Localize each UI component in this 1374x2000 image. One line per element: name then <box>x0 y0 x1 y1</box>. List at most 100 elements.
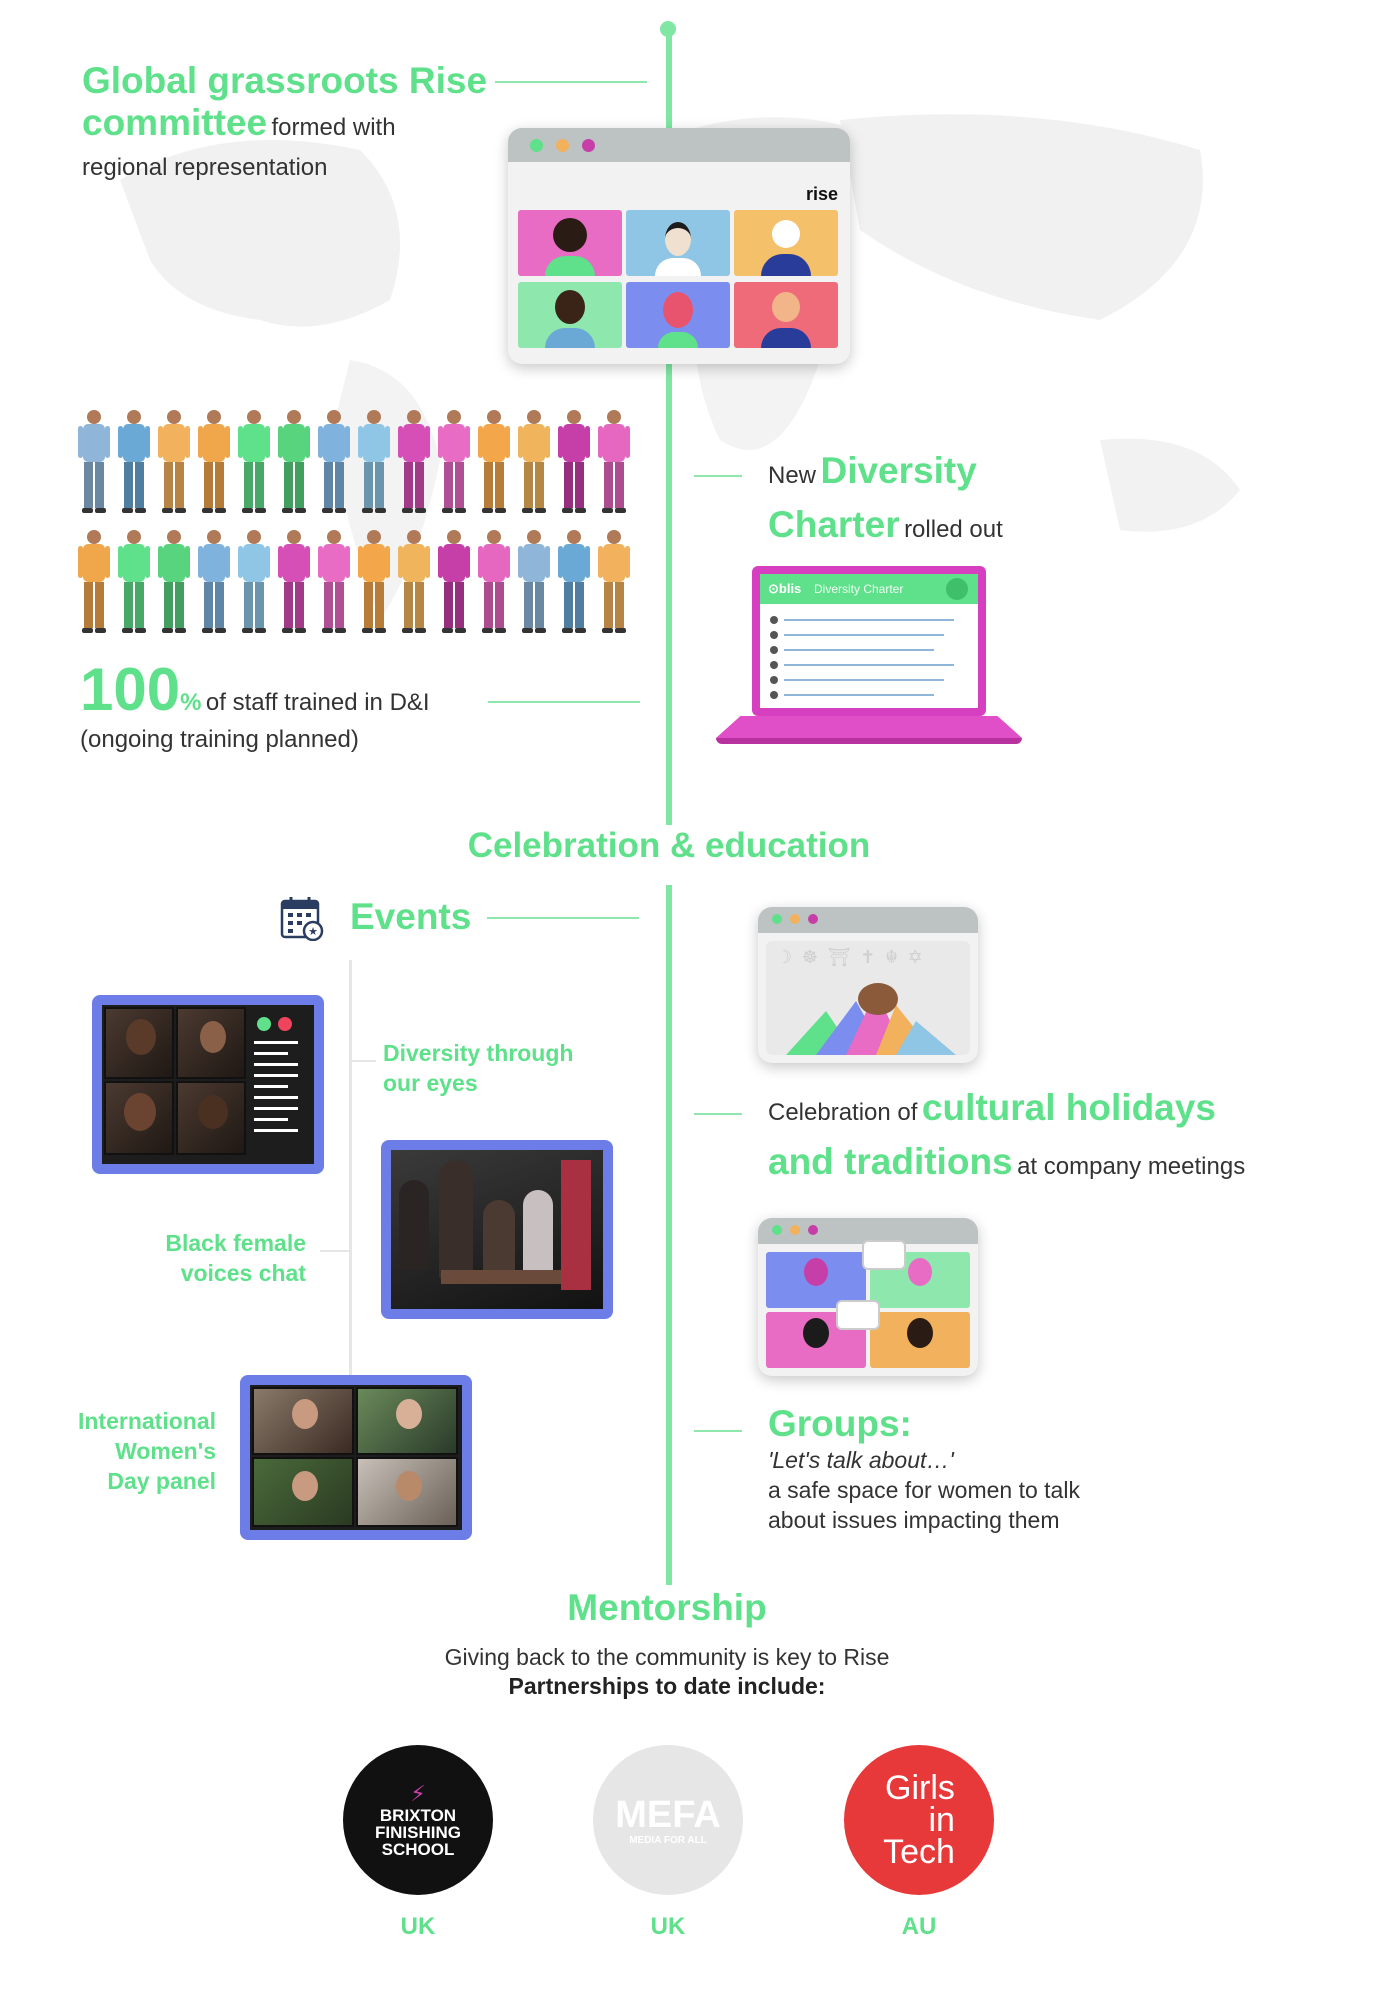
events-branch-line <box>349 960 352 1380</box>
event-video-call-1 <box>92 995 324 1174</box>
staff-figure <box>558 410 590 520</box>
window-titlebar <box>508 128 850 162</box>
staff-figure <box>438 530 470 640</box>
chat-line <box>254 1074 298 1077</box>
event-connector-2 <box>320 1250 350 1252</box>
partner-country-2: UK <box>650 1913 686 1940</box>
calendar-icon: ★ <box>280 895 324 942</box>
events-heading: Events <box>350 896 472 937</box>
check-bullet-icon <box>770 691 778 699</box>
partner-country-3: AU <box>901 1913 937 1940</box>
staff-figure <box>598 410 630 520</box>
cultural-text: Celebration of cultural holidays and tra… <box>768 1085 1308 1193</box>
cultural-title-line1: cultural holidays <box>921 1087 1216 1128</box>
staff-figure <box>78 530 110 640</box>
staff-figure <box>438 410 470 520</box>
document-line <box>784 619 954 621</box>
staff-figure <box>318 410 350 520</box>
document-line <box>784 634 944 636</box>
partner-country-1: UK <box>400 1913 436 1940</box>
event-photo-2 <box>381 1140 613 1319</box>
charter-laptop: ⊙blis Diversity Charter <box>716 566 1022 752</box>
staff-figure <box>398 530 430 640</box>
charter-title-line2: Charter <box>768 504 900 545</box>
staff-figure <box>198 410 230 520</box>
staff-figure <box>478 530 510 640</box>
chat-bubble-icon <box>836 1300 880 1330</box>
charter-text: New Diversity Charter rolled out <box>768 448 1128 556</box>
chat-line <box>254 1096 298 1099</box>
document-line <box>784 649 934 651</box>
event-connector-1 <box>350 1060 376 1062</box>
check-bullet-icon <box>770 631 778 639</box>
committee-video-window: rise <box>508 128 850 364</box>
staff-figure <box>198 530 230 640</box>
check-bullet-icon <box>770 676 778 684</box>
groups-text: Groups: 'Let's talk about…' a safe space… <box>768 1403 1248 1535</box>
staff-figures <box>78 410 648 650</box>
celebration-heading: Celebration & education <box>467 826 871 865</box>
staff-figure <box>238 410 270 520</box>
staff-figure <box>118 410 150 520</box>
lightning-icon: ⚡ <box>410 1782 426 1807</box>
training-number: 100 <box>80 656 181 723</box>
video-tile <box>626 282 730 348</box>
charter-prefix: New <box>768 462 817 489</box>
staff-figure <box>478 410 510 520</box>
mentorship-heading: Mentorship <box>567 1587 767 1628</box>
committee-title-line1: Global grassroots Rise <box>82 60 488 101</box>
staff-figure <box>358 530 390 640</box>
svg-text:★: ★ <box>308 925 318 938</box>
charter-title-line1: Diversity <box>820 450 977 491</box>
groups-line2: about issues impacting them <box>768 1507 1060 1533</box>
training-text: of staff trained in D&I <box>205 689 430 716</box>
committee-suffix: formed with <box>271 114 396 141</box>
staff-figure <box>598 530 630 640</box>
chat-line <box>254 1085 288 1088</box>
staff-figure <box>558 530 590 640</box>
chat-line <box>254 1129 298 1132</box>
events-connector <box>487 917 639 919</box>
chat-line <box>254 1052 288 1055</box>
chat-line <box>254 1118 288 1121</box>
staff-figure <box>118 530 150 640</box>
partner-logo-mefa: MEFA MEDIA FOR ALL <box>593 1745 743 1895</box>
staff-figure <box>278 410 310 520</box>
mentorship-line2: Partnerships to date include: <box>508 1673 826 1699</box>
timeline-upper <box>666 30 672 825</box>
timeline-lower <box>666 885 672 1585</box>
partner-logo-girls-in-tech: Girls in Tech <box>844 1745 994 1895</box>
religious-symbols: ☽ ☸ ⛩ ✝ ☬ ✡ <box>776 947 925 968</box>
laptop-brand: ⊙blis <box>768 581 802 596</box>
document-line <box>784 664 954 666</box>
training-connector <box>488 701 640 703</box>
charter-suffix: rolled out <box>904 516 1003 543</box>
charter-connector <box>694 475 742 477</box>
staff-figure <box>158 410 190 520</box>
staff-figure <box>78 410 110 520</box>
staff-figure <box>518 530 550 640</box>
staff-figure <box>398 410 430 520</box>
mentorship-line1: Giving back to the community is key to R… <box>444 1644 890 1670</box>
video-tile <box>518 282 622 348</box>
staff-figure <box>238 530 270 640</box>
staff-figure <box>278 530 310 640</box>
chat-bubble-icon <box>862 1240 906 1270</box>
groups-title: Groups: <box>768 1403 912 1444</box>
timeline-top-dot <box>660 21 676 37</box>
groups-line1: a safe space for women to talk <box>768 1477 1080 1503</box>
committee-connector <box>495 81 647 83</box>
staff-figure <box>158 530 190 640</box>
cultural-suffix: at company meetings <box>1017 1153 1246 1180</box>
chat-line <box>254 1041 298 1044</box>
video-tile <box>518 210 622 276</box>
laptop-title: Diversity Charter <box>814 582 904 596</box>
training-stat: 100% of staff trained in D&I (ongoing tr… <box>80 655 500 754</box>
event-label-3: International Women's Day panel <box>77 1408 216 1494</box>
raised-hands-illustration <box>786 983 956 1055</box>
groups-connector <box>694 1430 742 1432</box>
staff-figure <box>318 530 350 640</box>
groups-window <box>758 1218 978 1376</box>
check-bullet-icon <box>770 616 778 624</box>
cultural-connector <box>694 1113 742 1115</box>
